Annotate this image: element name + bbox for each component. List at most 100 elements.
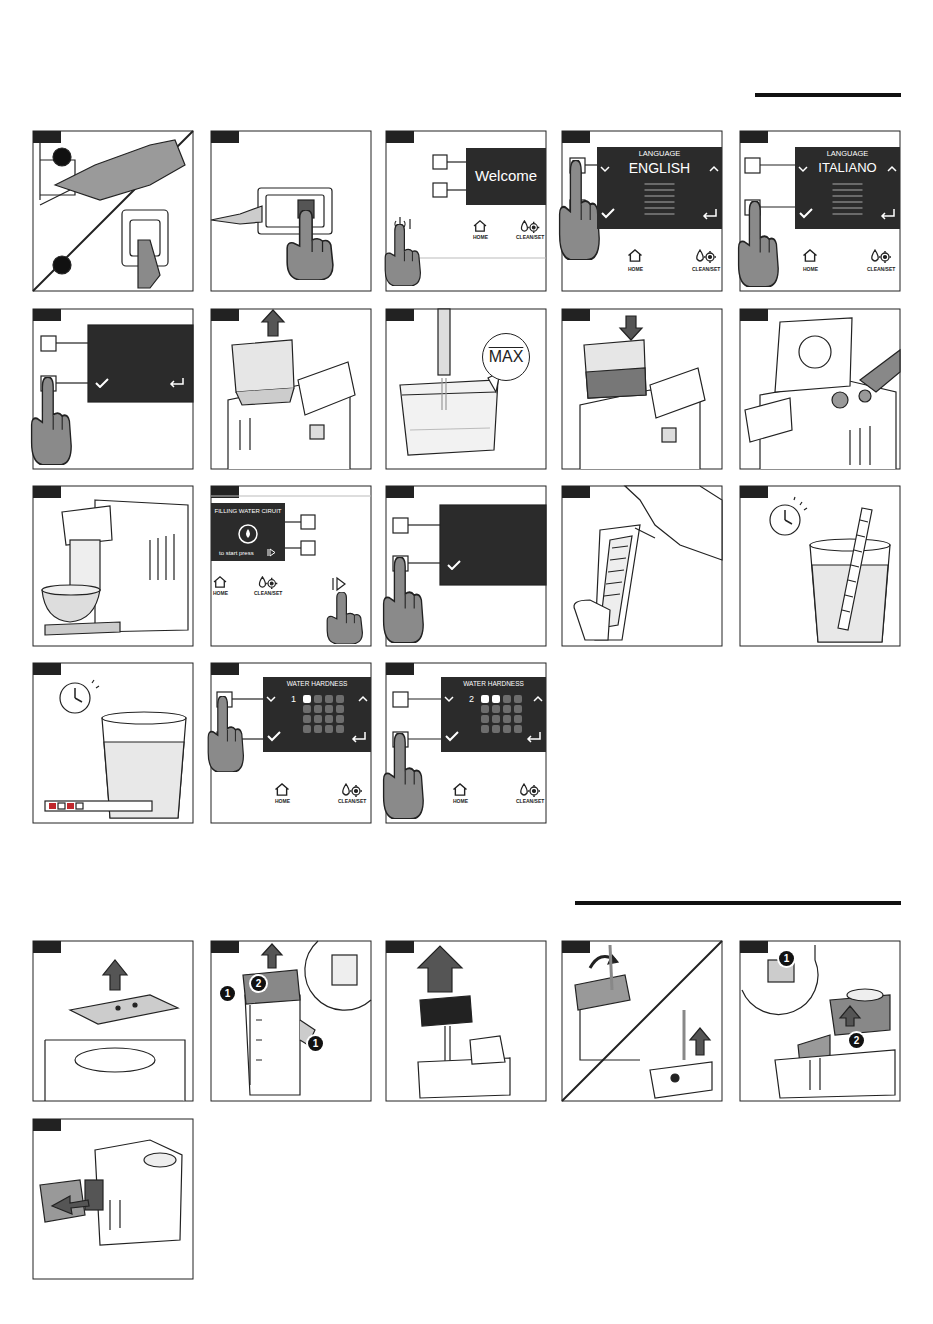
screen-icon <box>704 209 716 219</box>
screen-icons <box>263 677 371 752</box>
milk-unit-illustration <box>418 946 462 992</box>
screen-icon <box>303 695 311 703</box>
milk-unit-illustration <box>144 1153 176 1167</box>
step-panels <box>211 486 371 646</box>
screen-icon <box>799 167 807 171</box>
hardness-panel <box>232 698 263 699</box>
step-panels <box>211 131 371 291</box>
tank-insert-illustration <box>662 428 676 442</box>
language-panel <box>585 164 597 165</box>
screen-icon <box>833 213 863 215</box>
confirm-panel <box>171 378 183 387</box>
milk-unit-illustration <box>110 1200 120 1230</box>
button-caption: CLEAN/SET <box>867 267 895 272</box>
milk-unit-illustration <box>70 995 178 1024</box>
tank-fill-illustration <box>400 309 500 455</box>
screen-text: ITALIANO <box>795 161 900 174</box>
machine-illustration <box>70 540 100 590</box>
screen-icon <box>888 167 896 171</box>
milk-unit-illustration <box>95 1140 182 1245</box>
step-panels <box>740 486 900 646</box>
plug-illustration <box>33 131 193 291</box>
screen-icon <box>445 697 453 701</box>
power-panel <box>433 183 447 197</box>
step-tab <box>386 309 414 321</box>
screen-icon <box>446 732 458 740</box>
hardness-panel <box>208 696 243 772</box>
milk-unit-illustration <box>610 945 612 990</box>
step-panels <box>562 941 722 1101</box>
screen-text: ENGLISH <box>597 161 722 175</box>
socket-illustration <box>211 206 262 224</box>
tank-fill-illustration <box>442 378 446 410</box>
milk-unit-illustration <box>650 1062 712 1098</box>
water-test-illustration <box>60 683 90 713</box>
milk-unit-illustration <box>775 1050 895 1098</box>
screen-icon <box>833 195 863 197</box>
machine-illustration <box>42 585 100 595</box>
screen-icon <box>303 715 311 723</box>
screen-icon <box>336 695 344 703</box>
callout-number: 1 <box>308 1036 323 1051</box>
milk-unit-illustration <box>133 1003 137 1007</box>
confirm-panel <box>56 342 88 343</box>
tank-fill-illustration <box>402 392 496 395</box>
screen-icon <box>325 715 333 723</box>
confirm-panel <box>88 325 193 402</box>
step-panels <box>33 131 193 291</box>
screen-icon <box>534 697 542 701</box>
display-screen: WATER HARDNESS1 <box>263 677 371 752</box>
button-caption: HOME <box>453 799 468 804</box>
screen-icon <box>359 697 367 701</box>
tank-insert-illustration <box>650 368 705 418</box>
screen-icon <box>267 697 275 701</box>
language-panel <box>629 250 642 261</box>
milk-unit-illustration <box>683 1010 686 1060</box>
callout-number: 1 <box>220 986 235 1001</box>
screen-text: Welcome <box>466 168 546 183</box>
hardness-panel <box>384 733 424 819</box>
screen-text: 1 <box>291 695 296 704</box>
tank-lift-illustration <box>228 310 355 469</box>
water-test-illustration <box>67 803 74 809</box>
screen-icon <box>246 529 250 538</box>
step-tab <box>211 309 239 321</box>
language-panel <box>745 158 760 173</box>
screen-icon <box>481 705 489 713</box>
milk-unit-illustration <box>840 1006 860 1026</box>
milk-jug-illustration <box>250 1005 262 1085</box>
milk-jug-illustration <box>243 970 300 1004</box>
water-test-illustration <box>842 520 868 612</box>
callout-number: 2 <box>849 1033 864 1048</box>
tank-lift-illustration <box>240 418 250 450</box>
confirm-panel <box>56 382 88 383</box>
hardness-panel <box>343 784 362 797</box>
button-caption: HOME <box>213 591 228 596</box>
water-test-illustration <box>770 505 800 535</box>
step-tab <box>33 309 61 321</box>
screen-icon <box>645 183 675 185</box>
tank-fill-illustration <box>410 428 490 430</box>
socket-illustration <box>287 210 333 280</box>
step-tab <box>33 663 61 675</box>
milk-jug-illustration <box>332 955 357 985</box>
step-tab <box>562 309 590 321</box>
screen-icon <box>645 201 675 203</box>
milk-unit-illustration <box>742 945 818 1014</box>
step-tab <box>211 131 239 143</box>
screen-icon <box>325 725 333 733</box>
button-caption: HOME <box>628 267 643 272</box>
fill-circuit-panel <box>211 495 371 496</box>
milk-unit-illustration <box>580 1010 640 1060</box>
screen-icon <box>492 715 500 723</box>
step-tab <box>33 941 61 953</box>
milk-unit-illustration <box>418 946 510 1098</box>
language-panel <box>760 206 795 207</box>
lid-open-illustration <box>860 350 900 392</box>
tank-lift-illustration <box>232 340 294 392</box>
language-panel <box>560 160 600 260</box>
screen-text: MAX <box>483 349 529 365</box>
button-caption: CLEAN/SET <box>516 799 544 804</box>
step-tab <box>386 941 414 953</box>
screen-icon <box>514 695 522 703</box>
